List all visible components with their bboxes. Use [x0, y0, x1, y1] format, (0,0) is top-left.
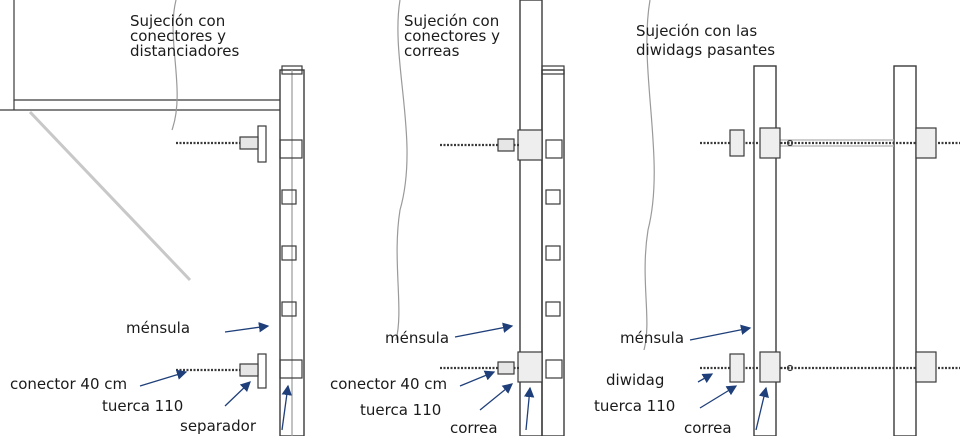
panel-3-title-line-2: diwidags pasantes [636, 41, 776, 59]
panel-1-title: Sujeción con conectores y distanciadores [130, 14, 239, 59]
panel-3-formwork [643, 0, 960, 436]
panel-1-formwork [0, 0, 305, 436]
panel-2-formwork [395, 0, 565, 436]
panel-2-title-line-2: conectores y [404, 27, 500, 45]
p3-diwidag-label: diwidag [606, 371, 665, 389]
p2-conector-label: conector 40 cm [330, 375, 448, 393]
p3-tuerca-leader [699, 385, 738, 409]
p1-conector-label: conector 40 cm [10, 375, 128, 393]
p2-correa-leader [523, 386, 535, 431]
panel-2-title-line-1: Sujeción con [404, 12, 500, 30]
p2-tuerca-label: tuerca 110 [360, 401, 442, 419]
p3-diwidag-leader [697, 373, 714, 384]
panel-1-title-line-1: Sujeción con [130, 12, 226, 30]
p1-tuerca-label: tuerca 110 [102, 397, 184, 415]
p2-tuerca-leader [479, 383, 514, 411]
panel-2-title-line-3: correas [404, 42, 460, 60]
p3-correa-leader [755, 386, 769, 431]
p1-mensula-leader [224, 322, 270, 333]
p2-correa-label: correa [450, 419, 498, 437]
p2-mensula-label: ménsula [385, 329, 450, 347]
p1-tuerca-leader [224, 381, 251, 407]
panel-2-title: Sujeción con conectores y correas [404, 14, 500, 59]
p3-mensula-label: ménsula [620, 329, 685, 347]
panel-3-title: Sujeción con las diwidags pasantes [636, 22, 775, 60]
panel-1-title-line-3: distanciadores [130, 42, 240, 60]
p2-mensula-leader [454, 322, 514, 338]
p1-conector-leader [139, 369, 188, 387]
p2-conector-leader [459, 370, 496, 387]
p3-correa-label: correa [684, 419, 732, 437]
p3-tuerca-label: tuerca 110 [594, 397, 676, 415]
panel-1-title-line-2: conectores y [130, 27, 226, 45]
panel-3-title-line-1: Sujeción con las [636, 22, 758, 40]
p3-mensula-leader [689, 324, 752, 341]
p1-separador-label: separador [180, 417, 256, 435]
p1-separador-leader [281, 384, 292, 431]
p1-mensula-label: ménsula [126, 319, 191, 337]
